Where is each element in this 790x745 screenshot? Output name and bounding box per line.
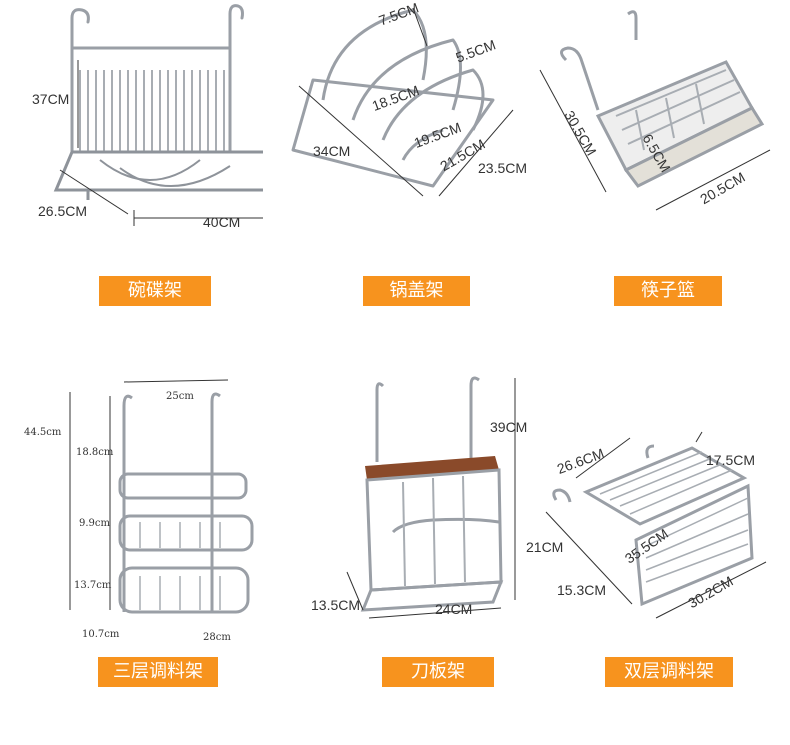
dim-tier-1: 18.8cm <box>76 447 114 458</box>
dim-width-bottom: 28cm <box>203 632 231 643</box>
product-knife-board-rack: 39CM 13.5CM 24CM 刀板架 <box>263 372 528 744</box>
dim-tier-height: 17.5CM <box>706 452 756 468</box>
product-two-tier-rack: 26.6CM 17.5CM 21CM 35.5CM 15.3CM 30.2CM … <box>526 372 789 744</box>
product-label: 筷子篮 <box>614 276 722 306</box>
dim-height: 39CM <box>490 419 528 435</box>
product-chopsticks-basket: 30.5CM 6.5CM 20.5CM 筷子篮 <box>526 0 789 372</box>
two-tier-rack-image <box>545 431 767 619</box>
dim-width: 24CM <box>435 601 473 617</box>
three-tier-rack-image <box>69 379 254 614</box>
dim-width: 23.5CM <box>478 160 528 176</box>
product-pot-lid-rack: 7.5CM 5.5CM 18.5CM 19.5CM 34CM 21.5CM 23… <box>263 0 528 372</box>
pot-lid-rack-image <box>291 7 514 197</box>
product-label: 碗碟架 <box>99 276 211 306</box>
dim-width-top: 25cm <box>166 391 194 402</box>
dim-width: 40CM <box>203 214 241 230</box>
product-label: 三层调料架 <box>98 657 218 687</box>
dish-rack-image <box>53 4 263 226</box>
dim-depth: 15.3CM <box>557 582 607 598</box>
product-label: 刀板架 <box>382 657 494 687</box>
chopsticks-basket-image <box>539 10 771 211</box>
dim-height: 21CM <box>526 539 564 555</box>
product-label: 双层调料架 <box>605 657 733 687</box>
knife-board-rack-image <box>346 376 516 619</box>
dim-depth: 13.5CM <box>311 597 361 613</box>
dim-depth: 26.5CM <box>38 203 88 219</box>
product-label: 锅盖架 <box>363 276 470 306</box>
dim-length: 34CM <box>313 143 351 159</box>
dim-tier-3: 13.7cm <box>74 580 112 591</box>
dim-tier-2: 9.9cm <box>79 518 110 529</box>
product-dish-rack: 37CM 26.5CM 40CM 碗碟架 <box>0 0 263 372</box>
dim-total-height: 44.5cm <box>24 427 62 438</box>
dim-height: 37CM <box>32 91 70 107</box>
product-three-tier-rack: 25cm 44.5cm 18.8cm 9.9cm 13.7cm 10.7cm 2… <box>0 372 263 744</box>
dim-depth: 10.7cm <box>82 629 120 640</box>
